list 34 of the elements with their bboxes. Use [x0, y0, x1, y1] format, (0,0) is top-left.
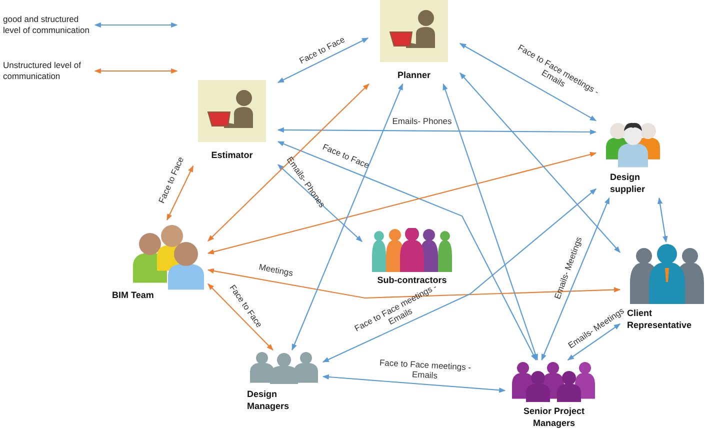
connector-arrow [277, 38, 369, 83]
node-label: Client Representative [627, 308, 693, 332]
connector-arrow [292, 83, 404, 351]
connector-arrow [459, 43, 597, 122]
connector-arrow [207, 152, 597, 254]
connector-arrow [278, 164, 362, 242]
node-label: Estimator [210, 150, 254, 162]
connector-arrow [460, 72, 620, 253]
node-label: BIM Team [112, 290, 155, 302]
connector-arrow [567, 323, 621, 360]
edge-label: Meetings [258, 262, 294, 278]
node-label: Design Managers [247, 389, 290, 412]
node-label: Design supplier [610, 172, 646, 196]
connector-arrow [322, 188, 596, 362]
node-label: Planner [396, 70, 432, 82]
connector-arrow [541, 197, 610, 361]
edge-label: Face to Face meetings - Emails [378, 357, 472, 383]
legend-text: good and structured level of communication [3, 14, 90, 37]
edge-label: Emails- Phones [392, 116, 452, 126]
connector-arrow [657, 197, 668, 243]
connector-arrow [208, 283, 274, 350]
connector-arrow [277, 127, 597, 135]
connector-arrow [166, 165, 194, 221]
edge-label: Face to Face [321, 142, 371, 170]
connector-arrow [208, 84, 370, 242]
legend-text: Unstructured level of communication [3, 60, 82, 83]
node-label: Senior Project Managers [522, 406, 586, 430]
edge-label: Face to Face [156, 155, 186, 205]
connector-arrow [322, 374, 506, 393]
edge-label: Face to Face [298, 34, 346, 66]
connector-arrow [442, 83, 538, 361]
node-label: Sub-contractors [376, 275, 448, 286]
connector-arrow [207, 268, 621, 299]
connector-arrow [277, 141, 536, 361]
